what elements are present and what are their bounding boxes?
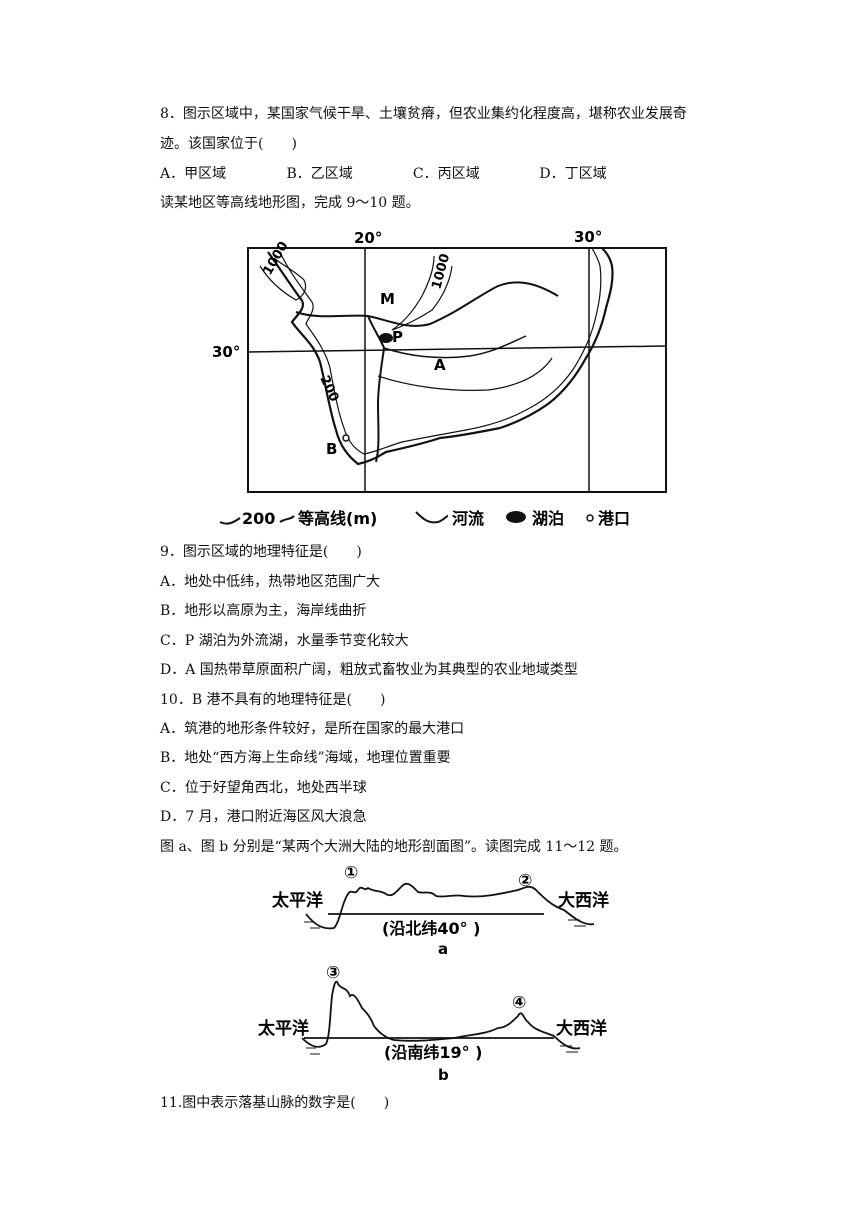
q11-stem: 11.图中表示落基山脉的数字是( ) — [160, 1095, 390, 1111]
q9-option-b: B．地形以高原为主，海岸线曲折 — [160, 603, 367, 619]
river-main — [367, 315, 386, 463]
contour-label-1000-north: 1000 — [429, 252, 453, 291]
point-label-b: B — [326, 440, 337, 458]
q10-stem: 10．B 港不具有的地理特征是( ) — [160, 692, 386, 708]
profile-a-mark-2: ② — [518, 871, 532, 891]
profile-a-caption: (沿北纬40° ) — [382, 919, 480, 938]
profile-a-terrain — [305, 882, 595, 930]
legend-contour-tail — [279, 515, 295, 523]
contour-1000-west — [259, 257, 307, 301]
profile-b-caption: (沿南纬19° ) — [384, 1043, 482, 1062]
q10-option-d: D．7 月，港口附近海区风大浪急 — [160, 809, 367, 825]
q8-option-b: B．乙区域 — [286, 166, 353, 182]
q8-stem-line1: 8．图示区域中，某国家气候干旱、土壤贫瘠，但农业集约化程度高，堪称农业发展奇 — [160, 106, 687, 122]
coastline — [267, 247, 614, 466]
q9-option-c: C．P 湖泊为外流湖，水量季节变化较大 — [160, 633, 409, 649]
intro-11-12: 图 a、图 b 分别是“某两个大洲大陆的地形剖面图”。读图完成 11～12 题。 — [160, 839, 628, 855]
profile-a-left-ocean: 太平洋 — [272, 890, 323, 911]
profile-a-mark-1: ① — [344, 863, 358, 883]
intro-9-10: 读某地区等高线地形图，完成 9～10 题。 — [160, 195, 420, 211]
river-tributary — [383, 335, 527, 359]
lon-label-20: 20° — [354, 229, 382, 247]
q8-option-a: A．甲区域 — [160, 166, 227, 182]
point-label-m: M — [380, 290, 395, 308]
profile-b-right-ocean: 大西洋 — [556, 1018, 607, 1039]
profile-a: 太平洋 大西洋 ① ② (沿北纬40° ) a — [272, 863, 609, 958]
profile-a-right-ocean: 大西洋 — [558, 890, 609, 911]
lake-p — [379, 333, 393, 343]
contour-label-200: 200 — [316, 373, 341, 404]
port-b — [342, 434, 350, 442]
profile-b-mark-4: ④ — [512, 993, 526, 1013]
legend-port-label: 港口 — [598, 509, 630, 528]
contour-label-1000-west: 1000 — [260, 239, 291, 278]
map-frame — [247, 247, 667, 493]
port-icon — [586, 514, 594, 522]
q8-option-c: C．丙区域 — [412, 166, 480, 182]
q9-option-a: A．地处中低纬，热带地区范围广大 — [160, 574, 381, 590]
legend-contour-label: 等高线(m) — [297, 509, 377, 528]
point-label-a: A — [434, 356, 446, 374]
profile-b-mark-3: ③ — [326, 963, 340, 983]
profile-a-label: a — [438, 940, 448, 958]
q8-stem-line2: 迹。该国家位于( ) — [160, 136, 297, 152]
lake-icon — [506, 511, 526, 523]
q8-options: A．甲区域 B．乙区域 C．丙区域 D．丁区域 — [160, 164, 607, 184]
contour-inner — [377, 357, 553, 391]
lon-label-30: 30° — [574, 228, 602, 246]
profile-b-label: b — [438, 1066, 449, 1084]
contour-map: 20° 30° 30° 1000 1000 200 M P A B 200 等高… — [212, 228, 667, 528]
legend-lake-label: 湖泊 — [532, 509, 564, 528]
river-icon — [415, 511, 449, 524]
q9-option-d: D．A 国热带草原面积广阔，粗放式畜牧业为其典型的农业地域类型 — [160, 662, 578, 678]
parallel-30 — [247, 345, 667, 353]
river-north — [295, 281, 559, 327]
q10-option-b: B．地处“西方海上生命线”海域，地理位置重要 — [160, 750, 451, 766]
point-label-p: P — [392, 328, 403, 346]
legend-contour-value: 200 — [242, 509, 275, 528]
contour-1000-north — [391, 255, 453, 331]
q10-option-c: C．位于好望角西北，地处西半球 — [160, 780, 367, 796]
legend-contour-symbol — [219, 517, 241, 525]
lat-label-30: 30° — [212, 343, 240, 361]
q9-stem: 9．图示区域的地理特征是( ) — [160, 544, 362, 560]
profile-b-left-ocean: 太平洋 — [258, 1018, 309, 1039]
profile-b-terrain — [301, 980, 581, 1050]
legend-river-label: 河流 — [452, 509, 484, 528]
profile-b: 太平洋 大西洋 ③ ④ (沿南纬19° ) b — [258, 963, 607, 1084]
contour-200 — [279, 247, 602, 455]
q8-option-d: D．丁区域 — [539, 166, 607, 182]
q10-option-a: A．筑港的地形条件较好，是所在国家的最大港口 — [160, 721, 465, 737]
